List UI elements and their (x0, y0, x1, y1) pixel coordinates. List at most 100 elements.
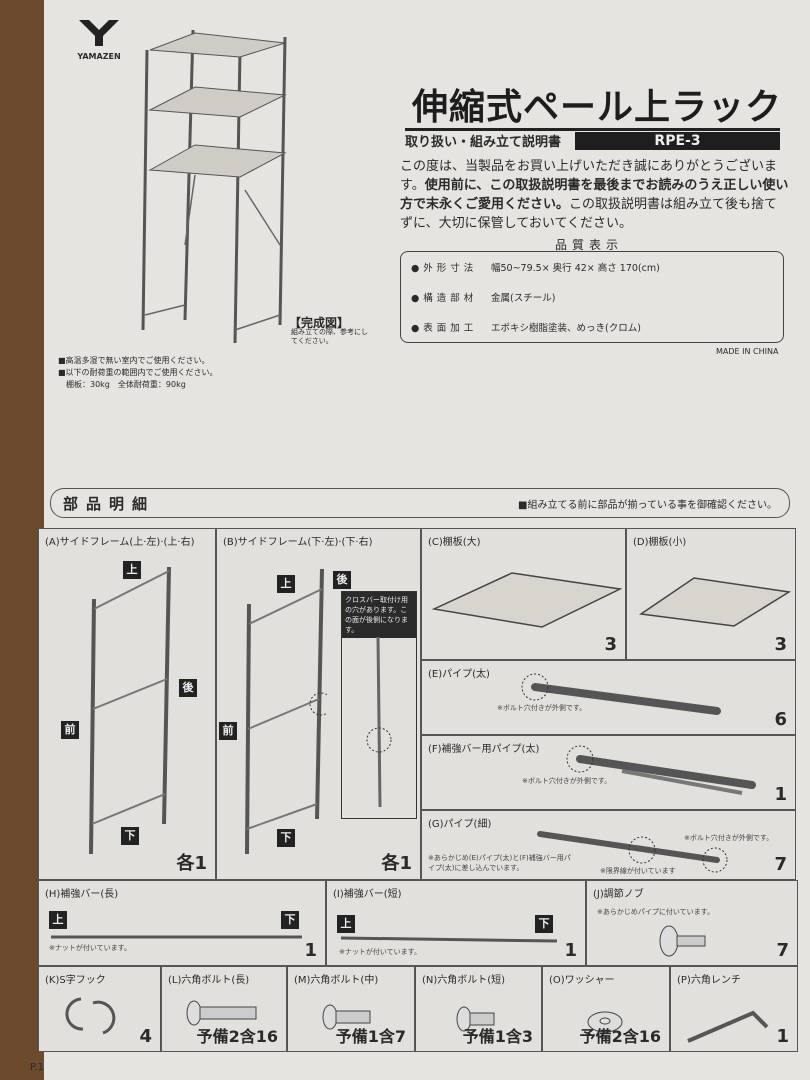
part-qty: 6 (774, 709, 787, 730)
parts-note: ■組み立てる前に部品が揃っている事を御確認ください。 (518, 499, 777, 511)
part-note: ※ボルト穴付きが外側です。 (497, 704, 587, 712)
part-note: ※あらかじめ(E)パイプ(太)と(F)補強バー用パイプ(太)に差し込んでいます。 (428, 854, 571, 872)
intro-line: この度は、当製品をお買い上げいただき誠にありがとうございます。 (400, 159, 778, 193)
made-in: MADE IN CHINA (716, 347, 779, 356)
part-c: (C)棚板(大) 3 (421, 528, 626, 660)
small-shelf-drawing (639, 577, 792, 627)
part-qty: 予備2含16 (579, 1027, 661, 1046)
large-shelf-drawing (432, 572, 622, 628)
top-marker: 上 (49, 911, 67, 929)
top-marker: 上 (123, 561, 141, 579)
quality-key: ●表面加工 (411, 323, 478, 334)
part-label: (F)補強バー用パイプ(太) (428, 744, 540, 755)
intro-bold: 使用前に、この取扱説明書を最後までお読みのうえ正しい使い方で末永くご愛用ください… (400, 178, 789, 212)
part-note: ※ナットが付いています。 (49, 944, 131, 952)
part-label: (B)サイドフレーム(下·左)·(下·右) (223, 537, 373, 548)
intro-text: この度は、当製品をお買い上げいただき誠にありがとうございます。使用前に、この取扱… (400, 157, 790, 233)
back-marker: 後 (333, 571, 351, 589)
part-qty: 予備1含7 (335, 1027, 406, 1046)
part-label: (L)六角ボルト(長) (168, 975, 250, 986)
quality-value: 金属(スチール) (491, 293, 556, 304)
part-qty: 4 (139, 1026, 152, 1047)
quality-value: エポキシ樹脂塗装、めっき(クロム) (491, 323, 641, 334)
part-qty: 各1 (381, 853, 412, 874)
part-label: (N)六角ボルト(短) (422, 975, 506, 986)
quality-heading: 品質表示 (555, 238, 624, 252)
part-i: (I)補強バー(短) 上 下 ※ナットが付いています。 1 (326, 880, 586, 966)
part-note: ※ボルト穴付きが外側です。 (522, 777, 612, 785)
short-bolt-drawing (456, 1006, 495, 1032)
part-k: (K)S字フック 4 (38, 966, 161, 1052)
part-o: (O)ワッシャー 予備2含16 (542, 966, 670, 1052)
part-l: (L)六角ボルト(長) 予備2含16 (161, 966, 287, 1052)
part-label: (I)補強バー(短) (333, 889, 402, 900)
note: ■高温多湿で無い室内でご使用ください。 (58, 356, 210, 365)
parts-title: 部品明細 (63, 494, 156, 513)
long-bar-drawing (51, 935, 302, 939)
reinforcement-pipe-drawing (566, 745, 756, 795)
part-qty: 3 (604, 634, 617, 655)
part-label: (H)補強バー(長) (45, 889, 119, 900)
intro-rest: この取扱説明書は組み立て後も捨てずに、大切に保管しておいてください。 (400, 197, 778, 231)
part-note: ※ボルト穴付きが外側です。 (684, 834, 774, 842)
note: ■以下の耐荷重の範囲内でご使用ください。 (58, 368, 218, 377)
bottom-marker: 下 (535, 915, 553, 933)
yamazen-logo: YAMAZEN (74, 18, 124, 61)
part-label: (M)六角ボルト(中) (294, 975, 379, 986)
front-marker: 前 (219, 722, 237, 740)
part-qty: 3 (774, 634, 787, 655)
part-label: (J)調節ノブ (593, 889, 644, 900)
part-qty: 予備1含3 (462, 1027, 533, 1046)
part-note: ※ナットが付いています。 (339, 948, 421, 956)
part-qty: 1 (564, 940, 577, 961)
side-frame-drawing (89, 566, 171, 855)
manual-subtitle: 取り扱い・組み立て説明書 (405, 135, 562, 150)
thin-pipe-drawing (537, 831, 728, 873)
bottom-marker: 下 (121, 827, 139, 845)
top-marker: 上 (277, 575, 295, 593)
part-d: (D)棚板(小) 3 (626, 528, 796, 660)
logo-icon (79, 20, 119, 46)
quality-box: ●外形寸法幅50~79.5× 奥行 42× 高さ 170(cm) ●構造部材 金属… (400, 251, 784, 343)
completed-figure-label: 【完成図】 (289, 316, 350, 330)
completed-figure-caption: 組み立ての際、参考にしてください。 (291, 328, 368, 345)
part-label: (G)パイプ(細) (428, 819, 492, 830)
part-m: (M)六角ボルト(中) 予備1含7 (287, 966, 415, 1052)
side-frame-drawing (245, 568, 327, 855)
part-label: (P)六角レンチ (677, 975, 741, 986)
quality-key: ●外形寸法 (411, 263, 478, 274)
bottom-marker: 下 (277, 829, 295, 847)
part-qty: 1 (776, 1026, 789, 1047)
long-bolt-drawing (186, 1000, 257, 1026)
parts-list-header: 部品明細 ■組み立てる前に部品が揃っている事を御確認ください。 (50, 488, 790, 518)
part-label: (E)パイプ(太) (428, 669, 490, 680)
part-a: (A)サイドフレーム(上·左)·(上·右) 上 後 前 下 各1 (38, 528, 216, 880)
part-g: (G)パイプ(細) ※ボルト穴付きが外側です。 ※あらかじめ(E)パイプ(太)と… (421, 810, 796, 880)
part-qty: 7 (776, 940, 789, 961)
note: 棚板：30kg 全体耐荷重：90kg (66, 380, 186, 389)
quality-row: ●外形寸法幅50~79.5× 奥行 42× 高さ 170(cm) (411, 260, 773, 290)
bottom-marker: 下 (281, 911, 299, 929)
part-label: (C)棚板(大) (428, 537, 481, 548)
part-label: (K)S字フック (45, 975, 106, 986)
short-bar-drawing (340, 936, 558, 943)
part-label: (A)サイドフレーム(上·左)·(上·右) (45, 537, 195, 548)
part-n: (N)六角ボルト(短) 予備1含3 (415, 966, 542, 1052)
rack-illustration (141, 29, 287, 344)
medium-bolt-drawing (322, 1004, 371, 1030)
quality-key: ●構造部材 (411, 293, 478, 304)
frame-detail-drawing (366, 636, 392, 808)
part-p: (P)六角レンチ 1 (670, 966, 798, 1052)
part-b: (B)サイドフレーム(下·左)·(下·右) 上 後 前 下 クロスバー取付け用の… (216, 528, 421, 880)
part-j: (J)調節ノブ ※あらかじめパイプに付いています。 7 (586, 880, 798, 966)
quality-row: ●表面加工 エポキシ樹脂塗装、めっき(クロム) (411, 320, 773, 350)
front-marker: 前 (61, 721, 79, 739)
part-f: (F)補強バー用パイプ(太) ※ボルト穴付きが外側です。 1 (421, 735, 796, 810)
hex-wrench-drawing (687, 1010, 769, 1043)
part-e: (E)パイプ(太) ※ボルト穴付きが外側です。 6 (421, 660, 796, 735)
usage-notes: ■高温多湿で無い室内でご使用ください。 ■以下の耐荷重の範囲内でご使用ください。… (58, 355, 218, 391)
washer-drawing (587, 1011, 623, 1033)
quality-row: ●構造部材 金属(スチール) (411, 290, 773, 320)
subtitle-row: 取り扱い・組み立て説明書 RPE-3 (405, 128, 780, 150)
part-qty: 各1 (176, 853, 207, 874)
